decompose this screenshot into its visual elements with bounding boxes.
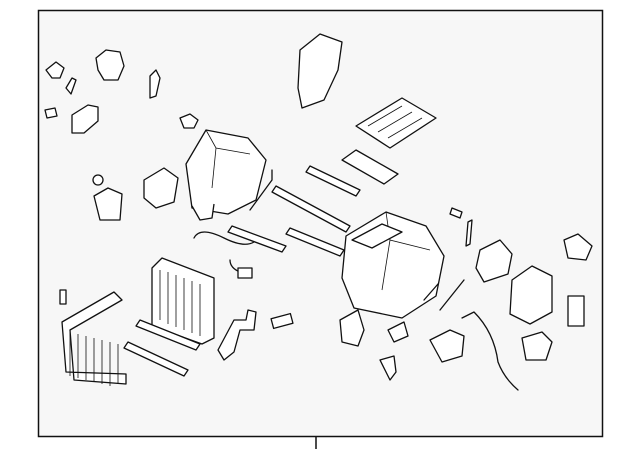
filter-cover [355, 97, 437, 149]
vent-duct [475, 239, 513, 283]
actuator [429, 329, 465, 363]
gasket [567, 295, 585, 327]
duct-lower [521, 331, 553, 361]
duct-small [339, 309, 365, 347]
bracket [93, 187, 123, 221]
seal-strip [341, 149, 399, 185]
bracket-small [387, 321, 409, 343]
sensor-rod [465, 219, 473, 247]
hose [461, 311, 519, 391]
small-clip-parts [44, 49, 199, 134]
actuator-motor [143, 167, 179, 209]
duct-outlet [563, 233, 593, 261]
sensor [92, 174, 104, 186]
seal-pad [123, 341, 189, 377]
air-duct [297, 33, 343, 109]
clip [270, 312, 294, 330]
blower-housing [185, 129, 267, 221]
sensor-plug [449, 207, 463, 219]
bracket-small [379, 355, 397, 381]
tube [423, 279, 465, 311]
evaporator [61, 291, 127, 386]
clip [59, 289, 67, 305]
air-box [509, 265, 553, 325]
seal-pad [135, 319, 201, 351]
pipe [217, 309, 257, 361]
linkage-rods [227, 165, 361, 257]
hvac-case-assembly [341, 211, 445, 319]
connector [237, 267, 253, 279]
